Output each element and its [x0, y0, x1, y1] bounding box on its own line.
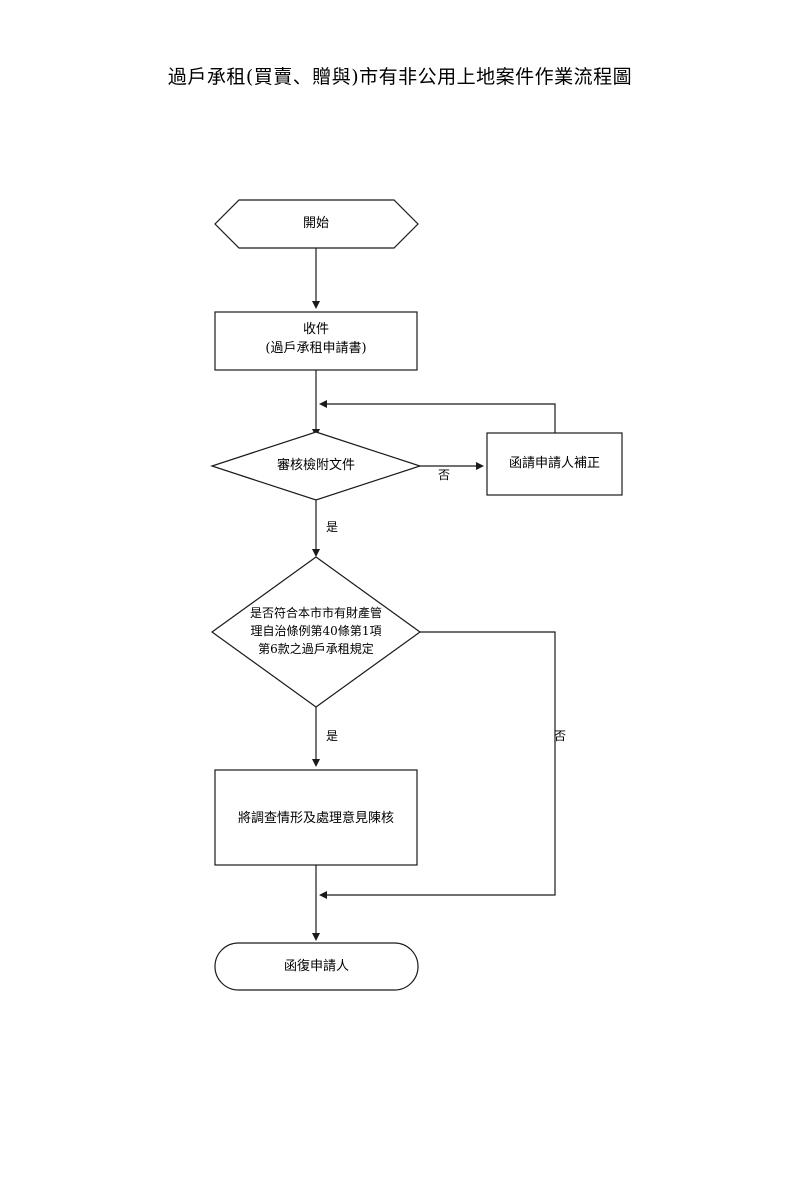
- page-title: 過戶承租(買賣、贈與)市有非公用上地案件作業流程圖: [167, 66, 633, 88]
- node-review-docs-shape: [210, 431, 422, 501]
- node-reply-applicant-shape: [214, 942, 419, 991]
- edge-label-review-yes: 是: [325, 520, 338, 534]
- node-submit-report-shape: [214, 769, 418, 866]
- edge-regulation-no-to-merge: [319, 631, 556, 899]
- node-start-shape: [214, 199, 419, 249]
- edge-label-review-no: 否: [437, 468, 450, 482]
- edge-correction-feedback-loop: [319, 400, 556, 433]
- edge-label-regulation-yes: 是: [325, 729, 338, 743]
- edge-label-regulation-no: 否: [553, 729, 566, 743]
- node-check-regulation-shape: [210, 556, 422, 708]
- node-request-correction-shape: [486, 432, 623, 496]
- node-receive-shape: [214, 311, 418, 371]
